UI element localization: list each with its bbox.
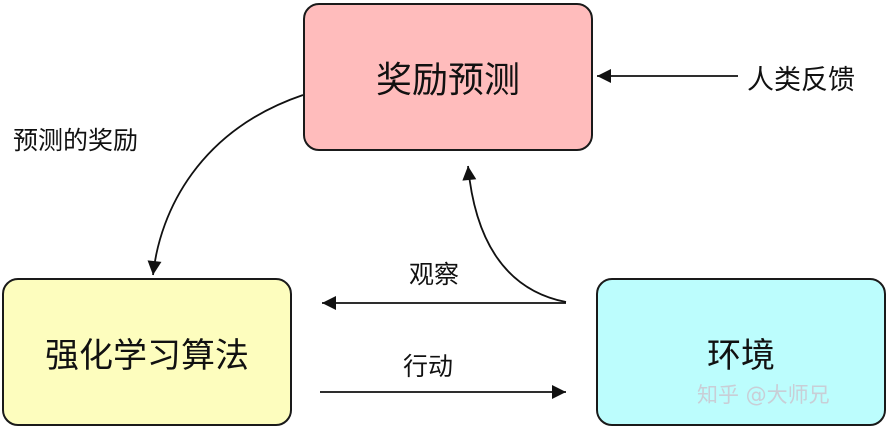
human-feedback-label: 人类反馈 bbox=[747, 65, 855, 96]
environment-box: 环境 bbox=[596, 278, 886, 426]
rl-algorithm-label: 强化学习算法 bbox=[45, 335, 249, 376]
predicted-reward-label: 预测的奖励 bbox=[13, 126, 139, 155]
observe-label: 观察 bbox=[409, 260, 460, 289]
action-label: 行动 bbox=[403, 352, 454, 381]
reward-prediction-box: 奖励预测 bbox=[303, 3, 593, 151]
reward-prediction-label: 奖励预测 bbox=[375, 60, 520, 101]
rl-algorithm-box: 强化学习算法 bbox=[2, 278, 292, 426]
watermark: 知乎 @大师兄 bbox=[697, 383, 830, 407]
environment-label: 环境 bbox=[707, 335, 775, 376]
predicted-reward-arrow bbox=[147, 94, 304, 276]
observation-to-reward-arrow bbox=[462, 165, 567, 303]
